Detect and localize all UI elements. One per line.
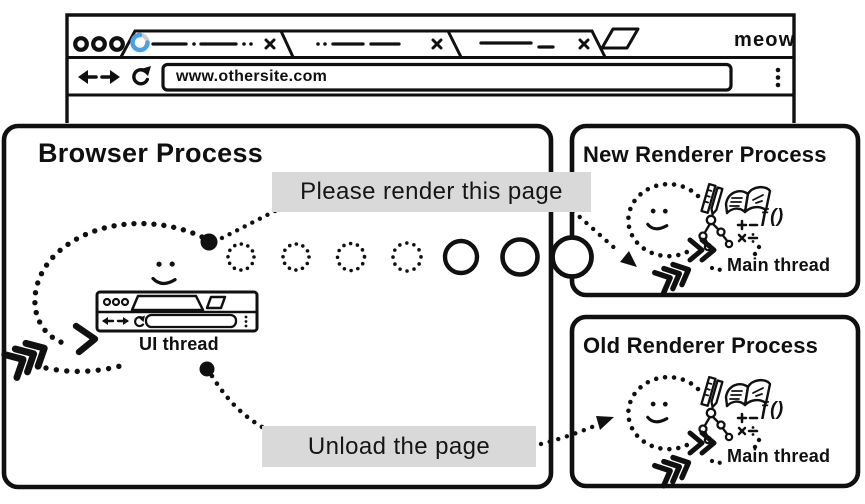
- forward-button[interactable]: [100, 70, 120, 84]
- message-circles: [226, 235, 594, 279]
- unload-message-label: Unload the page: [262, 426, 536, 467]
- new-renderer-process-title: New Renderer Process: [583, 142, 827, 167]
- tab-separator: [446, 29, 463, 59]
- unload-message-connector: [209, 373, 265, 430]
- back-button[interactable]: [78, 70, 98, 84]
- junction-dot: [199, 361, 215, 377]
- ui-thread-label: UI thread: [139, 334, 219, 354]
- tab-separator: [279, 29, 295, 59]
- window-control-icon: [109, 36, 125, 52]
- browser-process-title: Browser Process: [38, 138, 264, 168]
- new-tab-button[interactable]: [600, 27, 640, 50]
- brand-text: meow: [734, 29, 796, 51]
- url-text[interactable]: www.othersite.com: [176, 68, 328, 85]
- fast-forward-trail: [43, 362, 127, 375]
- tab-loading-spinner-icon: [130, 32, 150, 53]
- tab-separator: [590, 29, 607, 59]
- url-input[interactable]: [161, 62, 733, 92]
- old-main-thread-label: Main thread: [727, 446, 831, 466]
- render-arrow: [570, 208, 637, 267]
- new-main-thread-label: Main thread: [727, 255, 831, 275]
- browser-window: [65, 13, 796, 123]
- junction-dot: [200, 233, 218, 251]
- tab-close-icon[interactable]: [431, 38, 443, 50]
- ui-thread-loop: [32, 220, 205, 347]
- function-icon: ƒ(): [759, 399, 784, 420]
- mini-browser-icon: [95, 290, 259, 333]
- tab-1[interactable]: [119, 29, 594, 59]
- ui-thread-illustration: [1, 208, 278, 430]
- browser-process-box: [1, 123, 554, 490]
- render-message-connector: [217, 208, 278, 242]
- reload-button[interactable]: [132, 66, 151, 86]
- render-message-label: Please render this page: [272, 172, 591, 212]
- tab-title-placeholder: [151, 42, 253, 46]
- tab-close-icon[interactable]: [264, 38, 276, 50]
- old-renderer-process-title: Old Renderer Process: [583, 333, 819, 358]
- window-controls[interactable]: [73, 36, 125, 52]
- tab-title-placeholder: [316, 42, 401, 46]
- tab-title-placeholder: [479, 41, 555, 49]
- unload-arrow: [538, 416, 614, 447]
- menu-icon[interactable]: [775, 67, 781, 88]
- fast-forward-icon: [1, 339, 48, 381]
- window-control-icon: [91, 36, 107, 52]
- window-control-icon: [73, 36, 89, 52]
- smiley-icon: [151, 261, 177, 286]
- loop-arrow-icon: [72, 322, 99, 356]
- function-icon: ƒ(): [759, 206, 784, 227]
- tab-close-icon[interactable]: [578, 38, 590, 50]
